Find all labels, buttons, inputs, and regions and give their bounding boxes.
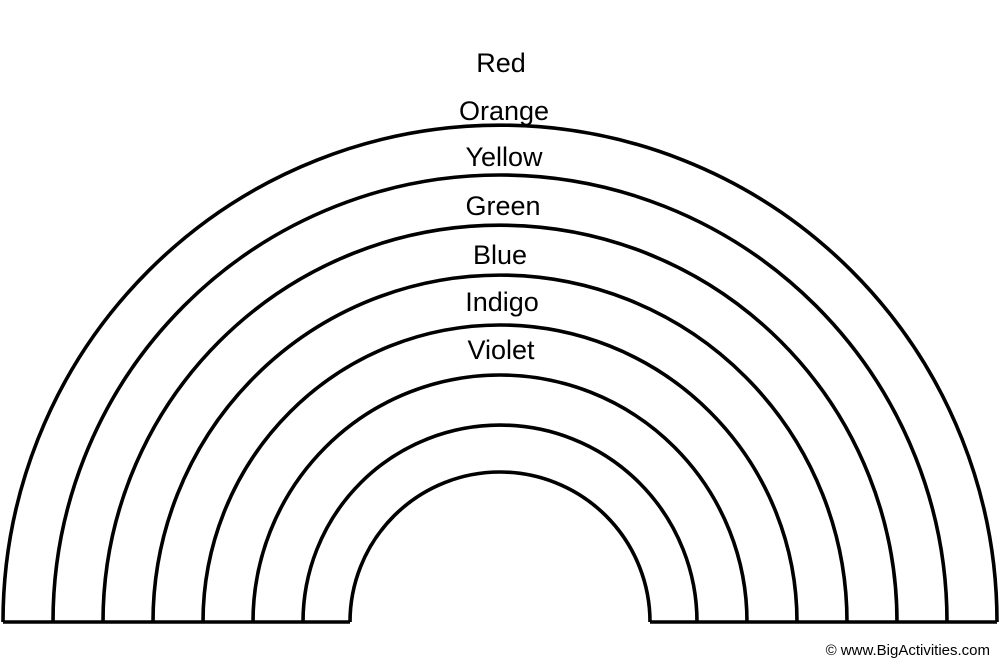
band-label-indigo: Indigo [465,287,539,317]
band-label-orange: Orange [459,96,549,126]
arc-blue-indigo [251,373,749,623]
arc-green-blue [201,323,799,623]
copyright-notice: © www.BigActivities.com [825,642,990,659]
arc-yellow-green [151,273,849,623]
arc-red-orange [51,173,949,623]
band-label-yellow: Yellow [465,142,543,172]
arc-group [1,123,999,623]
band-label-red: Red [476,48,526,78]
band-label-blue: Blue [473,240,527,270]
band-label-green: Green [465,191,540,221]
arc-indigo-violet [301,423,699,623]
band-label-violet: Violet [467,335,535,365]
arc-orange-yellow [101,223,899,623]
band-label-group: Red Orange Yellow Green Blue Indigo Viol… [459,48,549,365]
arc-inner-violet [348,470,652,623]
arc-outer-red [1,123,999,623]
